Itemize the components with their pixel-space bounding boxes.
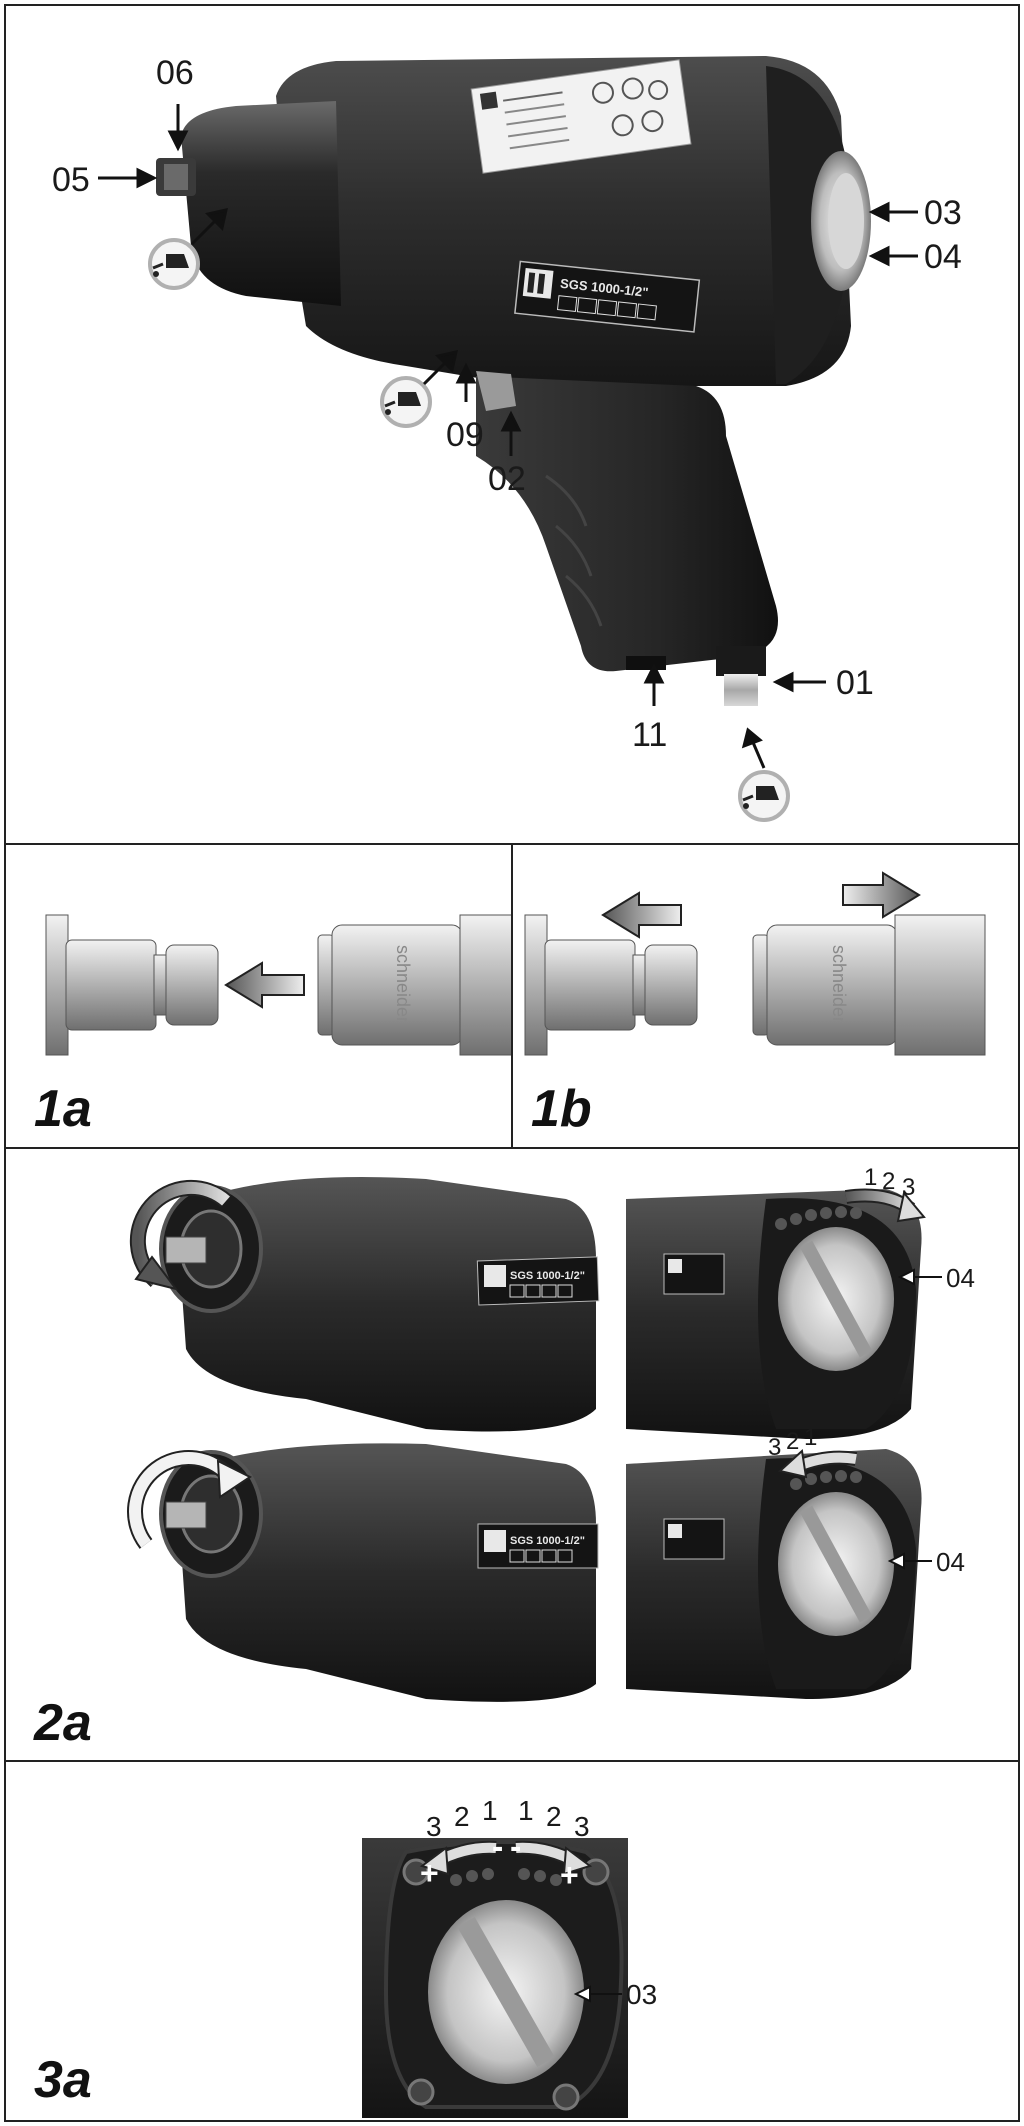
air-inlet — [724, 674, 758, 706]
quick-coupling: schneider — [752, 914, 986, 1056]
insert-arrow — [224, 961, 305, 1009]
oil-icon — [148, 238, 200, 290]
figure-label: 1b — [531, 1080, 592, 1138]
figure-2a-panel: SGS 1000-1/2" 1 2 — [4, 1147, 1020, 1762]
plus-right: + — [560, 1857, 579, 1893]
rotate-right-arrow — [562, 1846, 593, 1876]
figure-label: 1a — [34, 1080, 92, 1138]
figure-1b-panel: schneider 1b — [511, 843, 1020, 1149]
scale-forward-1: 1 — [864, 1164, 877, 1191]
oil-icon — [738, 770, 790, 822]
nameplate-text: SGS 1000-1/2" — [510, 1270, 585, 1282]
callout-11: 11 — [632, 716, 667, 754]
exhaust — [626, 656, 666, 670]
scale-reverse-2: 2 — [786, 1428, 799, 1455]
nameplate: SGS 1000-1/2" — [514, 260, 701, 333]
scale-reverse-3: 3 — [768, 1434, 781, 1461]
rear-cover-closeup — [362, 1838, 628, 2118]
quick-plug — [524, 914, 698, 1056]
figure-3a-illustration: 3 2 1 1 2 3 - - + + 03 — [362, 1795, 657, 2118]
callout-02: 02 — [488, 460, 526, 498]
scale-left-3: 3 — [426, 1811, 442, 1842]
scale-reverse-1: 1 — [804, 1424, 817, 1451]
tool-front-view-forward: SGS 1000-1/2" — [129, 1177, 600, 1432]
figure-1a-panel: schneider 1a — [4, 843, 513, 1149]
callout-03: 03 — [924, 194, 962, 232]
grip — [476, 376, 778, 672]
callout-05: 05 — [52, 161, 90, 199]
plus-left: + — [420, 1855, 439, 1891]
rotate-left-arrow — [134, 1255, 179, 1291]
tool-front-view-reverse: SGS 1000-1/2" — [127, 1443, 599, 1702]
rating-label — [470, 59, 692, 174]
callout-04-top: 04 — [946, 1263, 975, 1293]
callout-04-bottom: 04 — [936, 1547, 965, 1577]
tool-rear-view-forward: 1 2 3 04 — [626, 1164, 975, 1439]
tool-rear-view-reverse: 3 2 1 04 — [626, 1424, 965, 1699]
quick-coupling: schneider — [317, 914, 511, 1056]
scale-left-1: 1 — [482, 1795, 498, 1826]
tool-housing — [276, 56, 851, 386]
figure-1b-illustration: schneider — [524, 871, 986, 1056]
pull-left-arrow — [601, 891, 682, 939]
oil-icon — [380, 376, 432, 428]
hammer-case — [181, 101, 341, 306]
callout-04: 04 — [924, 238, 962, 276]
overview-illustration: SGS 1000-1/2" — [52, 54, 962, 822]
coupling-brand: schneider — [829, 945, 849, 1023]
callout-09: 09 — [446, 416, 484, 454]
callout-03: 03 — [626, 1979, 657, 2010]
figure-label: 2a — [34, 1694, 92, 1752]
callout-01: 01 — [836, 664, 874, 702]
pull-right-arrow — [842, 871, 921, 919]
scale-right-1: 1 — [518, 1795, 534, 1826]
rotate-left-arrow — [777, 1449, 808, 1479]
scale-forward-2: 2 — [882, 1168, 895, 1195]
rotate-right-arrow — [216, 1459, 252, 1499]
callout-arrows — [98, 104, 918, 769]
figure-3a-panel: 3 2 1 1 2 3 - - + + 03 3a — [4, 1760, 1020, 2122]
minus-right: - — [510, 1828, 521, 1866]
rotate-left-arrow — [419, 1846, 450, 1876]
trigger — [476, 371, 516, 411]
figure-1a-illustration: schneider — [45, 914, 511, 1056]
minus-left: - — [492, 1828, 503, 1866]
quick-plug — [45, 914, 219, 1056]
figure-label: 3a — [34, 2051, 92, 2109]
nameplate-text: SGS 1000-1/2" — [510, 1535, 585, 1547]
scale-left-2: 2 — [454, 1801, 470, 1832]
scale-forward-3: 3 — [902, 1174, 915, 1201]
callout-06: 06 — [156, 54, 194, 92]
scale-right-2: 2 — [546, 1801, 562, 1832]
overview-panel: SGS 1000-1/2" — [4, 4, 1020, 845]
coupling-brand: schneider — [393, 945, 413, 1023]
rotate-right-arrow — [896, 1190, 926, 1223]
figure-2a-illustration: SGS 1000-1/2" 1 2 — [127, 1164, 975, 1702]
scale-right-3: 3 — [574, 1811, 590, 1842]
